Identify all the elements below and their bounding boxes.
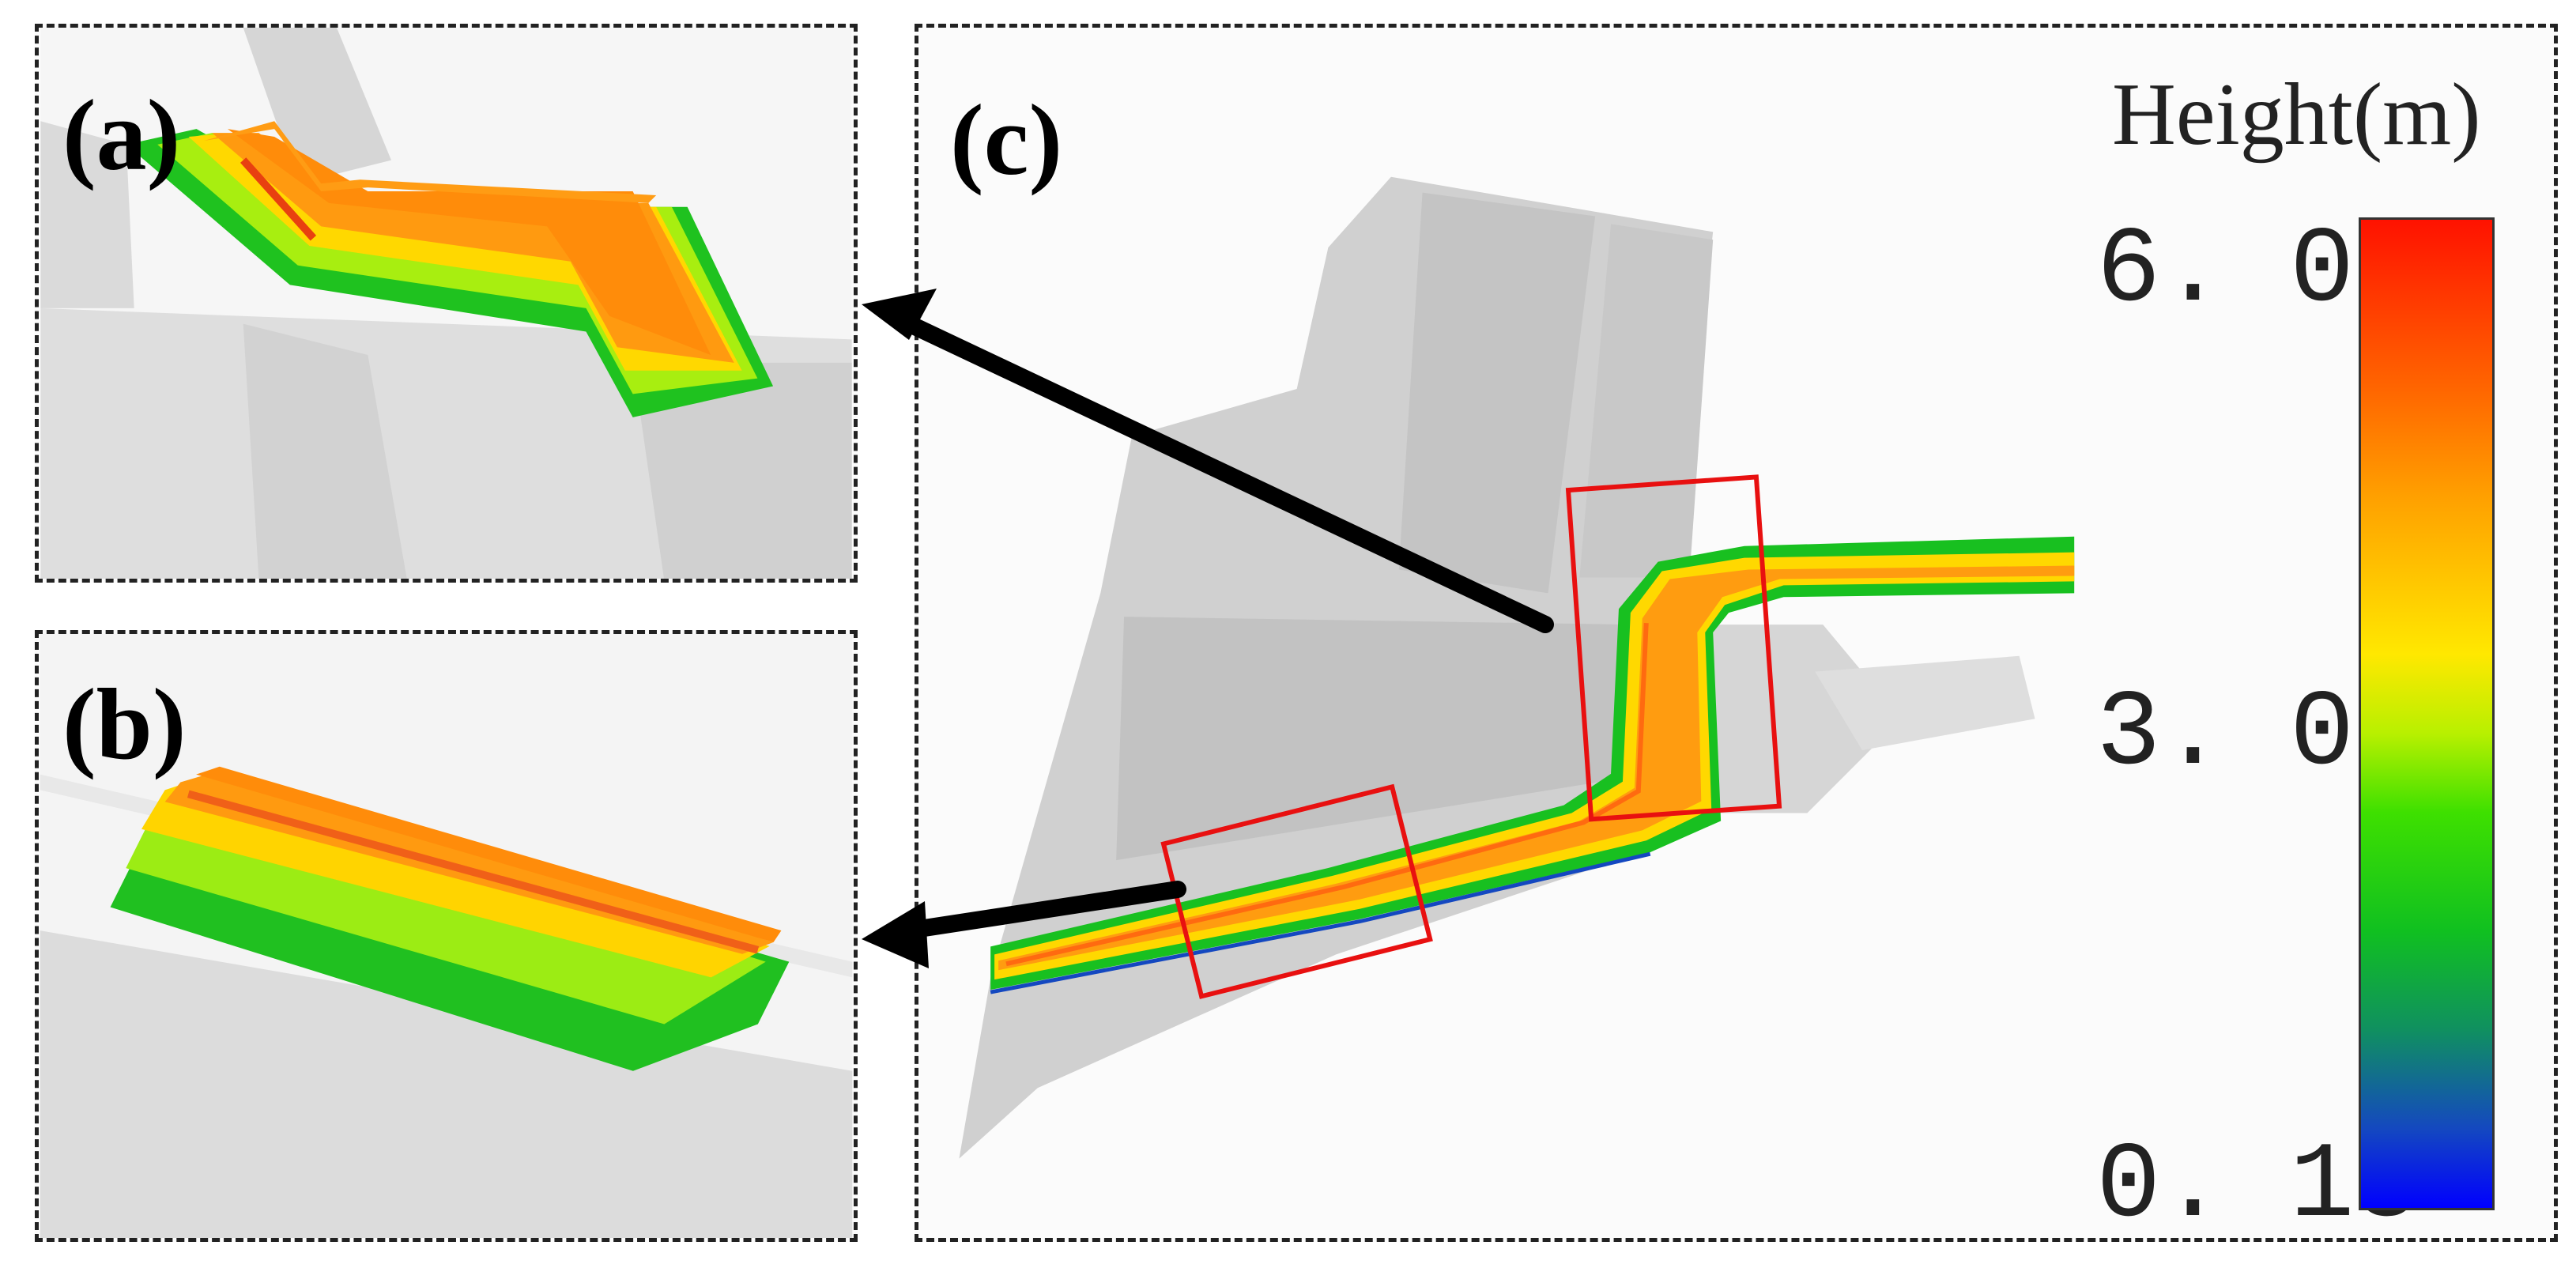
panel-a-label: (a) bbox=[62, 79, 181, 191]
panel-c-point-cloud bbox=[959, 176, 2075, 1159]
height-colorbar bbox=[2359, 217, 2495, 1210]
panel-a-point-cloud bbox=[40, 28, 852, 579]
panel-b-point-cloud bbox=[40, 634, 853, 1238]
highlight-box-bend bbox=[1565, 474, 1782, 822]
colorbar-title: Height(m) bbox=[2112, 66, 2481, 164]
panel-b-closeup-straight: (b) bbox=[35, 630, 858, 1242]
panel-c-overview: (c) Height(m) 6. 06 3. 09 0. 13 bbox=[915, 24, 2558, 1242]
panel-a-closeup-bend: (a) bbox=[35, 24, 858, 583]
panel-c-label: (c) bbox=[950, 84, 1063, 196]
panel-b-label: (b) bbox=[62, 668, 187, 780]
